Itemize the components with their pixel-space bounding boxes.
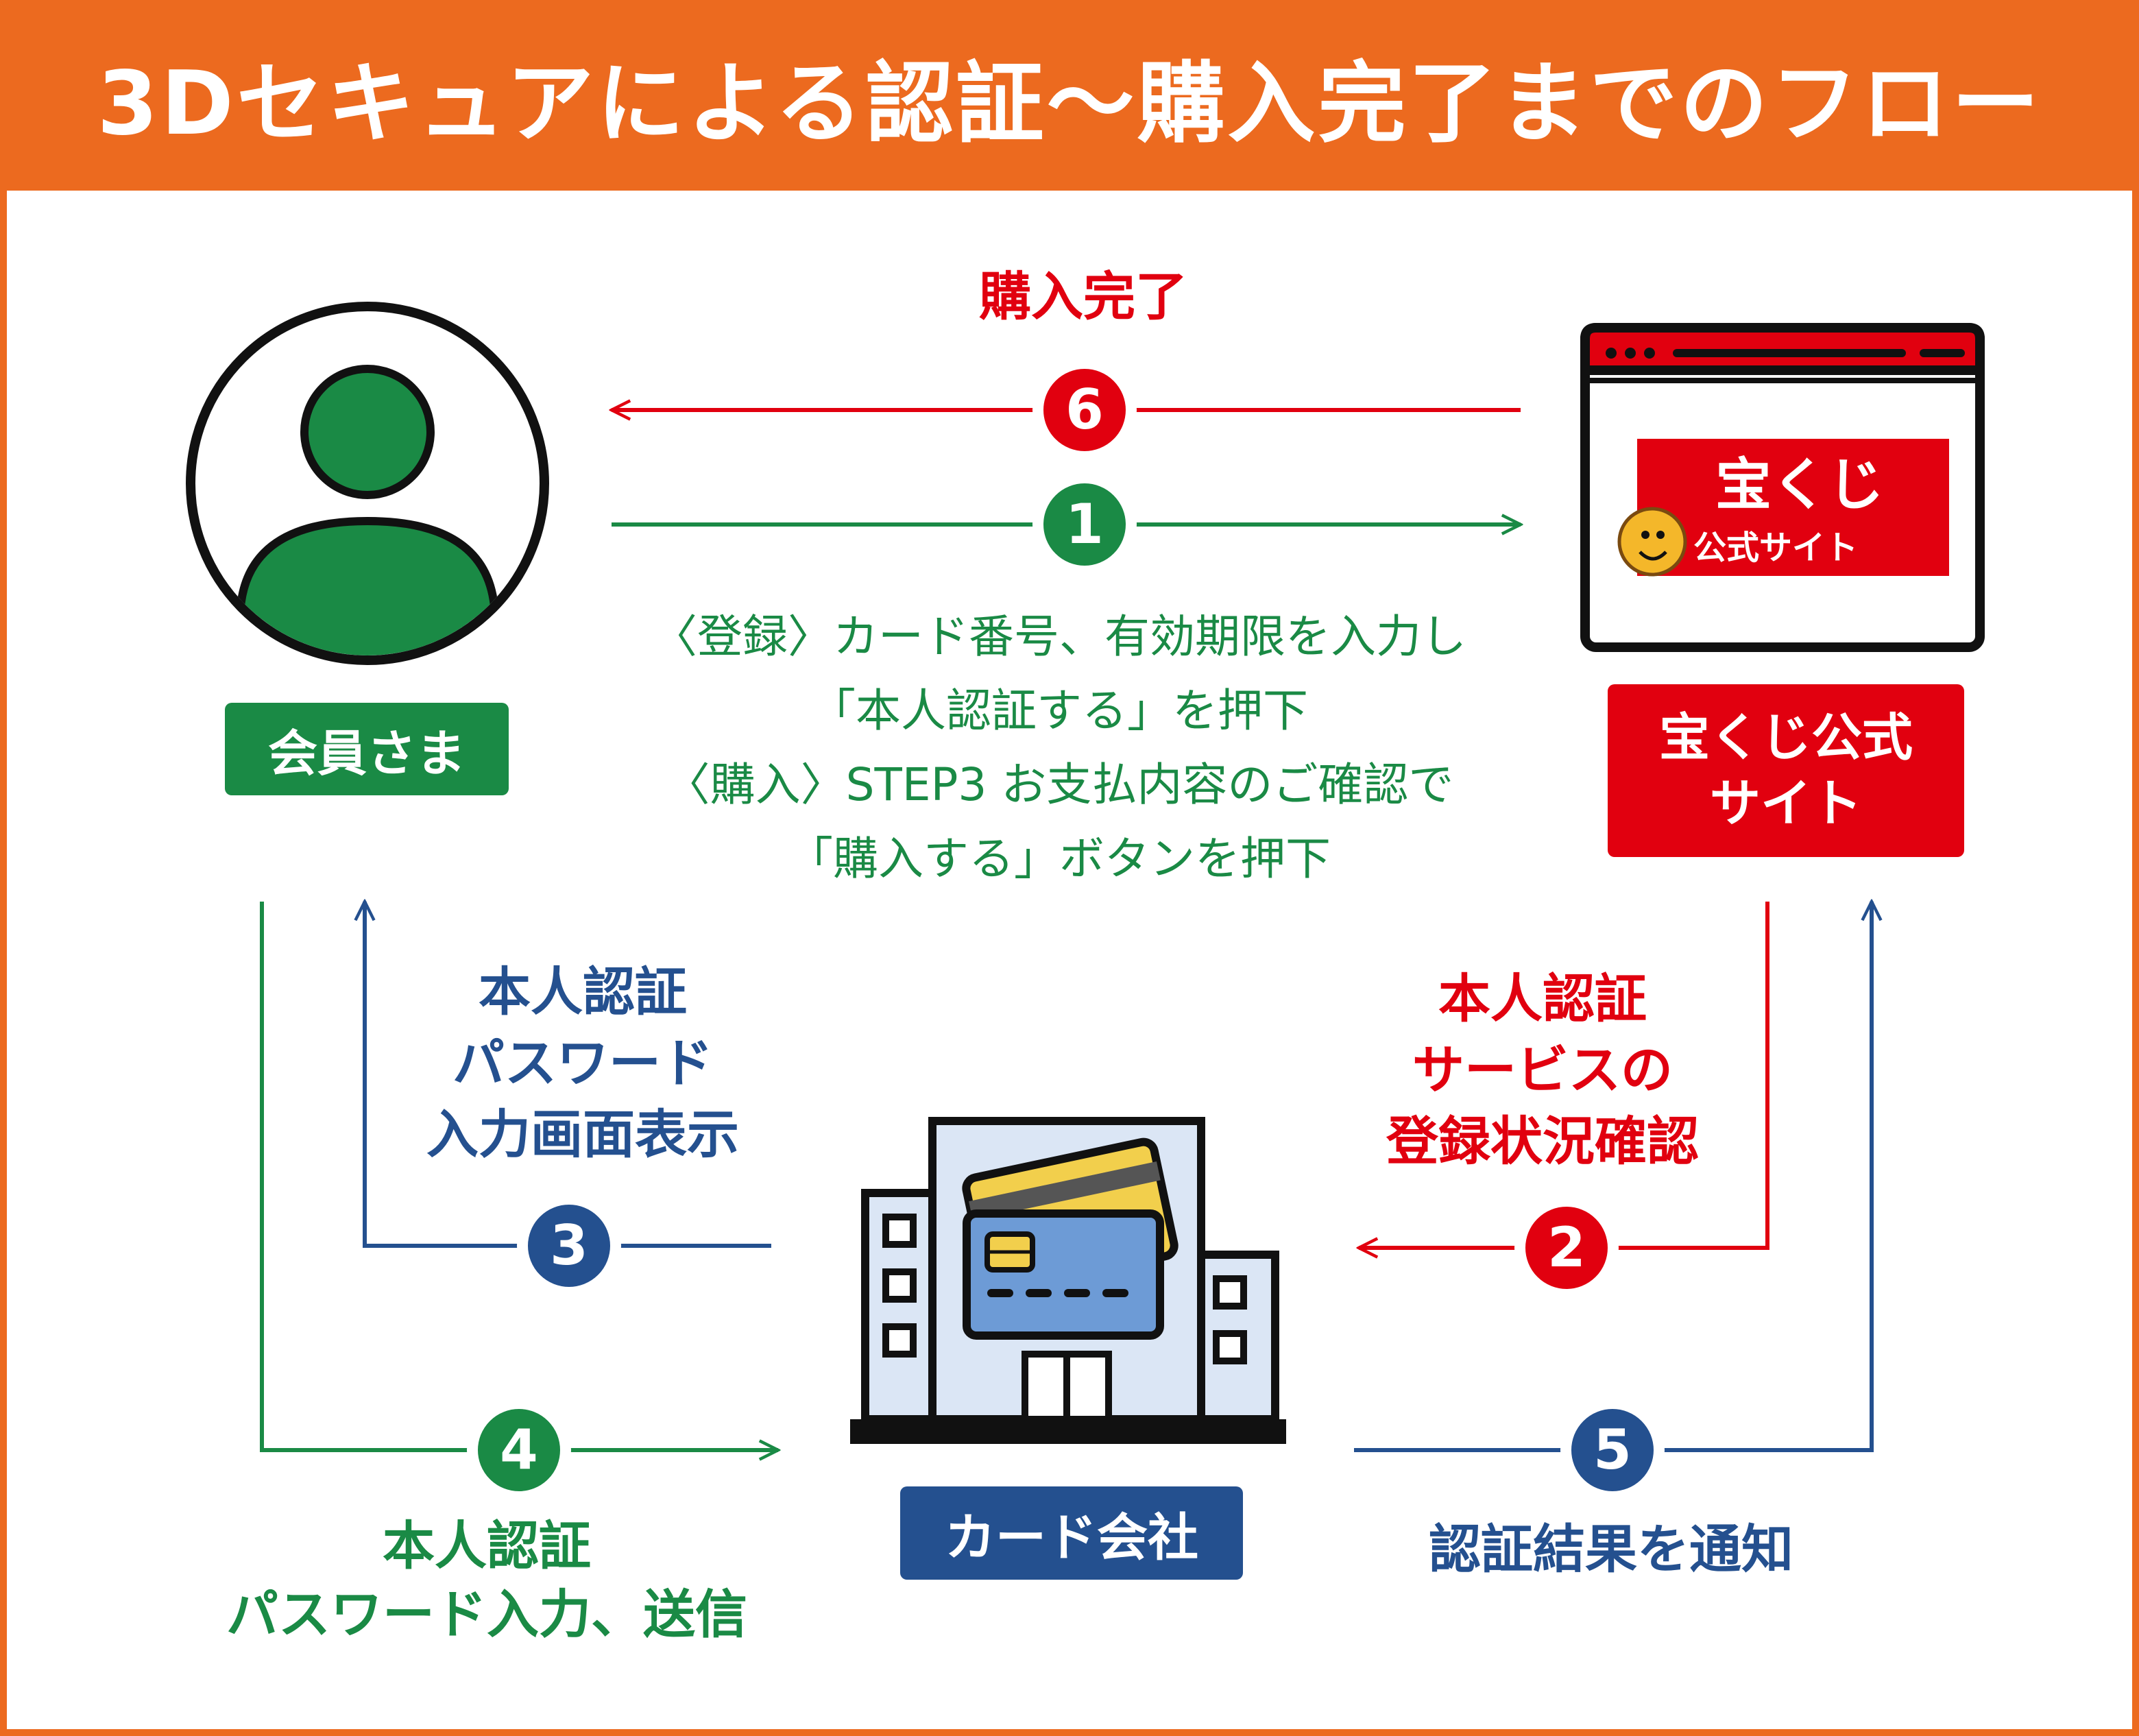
arrow-step-2 <box>1359 902 1769 1248</box>
step-badge-5: 5 <box>1560 1398 1665 1502</box>
card-company-label: カード会社 <box>900 1486 1243 1580</box>
step2-text: 本人認証 サービスの 登録状況確認 <box>1330 963 1755 1177</box>
arrow-step-5 <box>1354 902 1872 1452</box>
svg-text:3: 3 <box>550 1214 588 1277</box>
svg-text:1: 1 <box>1065 492 1104 556</box>
step-badge-1: 1 <box>1032 472 1137 577</box>
step-badge-2: 2 <box>1514 1196 1619 1300</box>
step1-line: 〈購入〉STEP3 お支払内容のご確認で <box>664 758 1454 811</box>
step1-text: 〈登録〉カード番号、有効期限を入力し 「本人認証する」を押下 〈購入〉STEP3… <box>603 600 1515 896</box>
site-label-line1: 宝くじ公式 <box>1659 708 1913 767</box>
header-bar: 3Dセキュアによる認証〜購入完了までのフロー <box>0 0 2139 191</box>
site-logo: 宝くじ 公式サイト <box>1617 439 1949 577</box>
step3-line: 入力画面表示 <box>426 1104 739 1165</box>
site-label: 宝くじ公式 サイト <box>1608 684 1964 857</box>
svg-text:2: 2 <box>1547 1216 1586 1279</box>
arrow-step-3 <box>365 902 771 1248</box>
page-title: 3Dセキュアによる認証〜購入完了までのフロー <box>97 52 2042 155</box>
step3-line: パスワード <box>452 1033 713 1094</box>
step4-line: パスワード入力、送信 <box>226 1584 747 1645</box>
step2-line: サービスの <box>1412 1039 1673 1100</box>
step2-line: 本人認証 <box>1438 968 1647 1029</box>
step4-text: 本人認証 パスワード入力、送信 <box>171 1512 802 1649</box>
step1-line: 「購入する」ボタンを押下 <box>788 832 1331 885</box>
logo-text-main: 宝くじ <box>1715 453 1884 518</box>
step-badge-3: 3 <box>517 1194 621 1298</box>
browser-window-icon: 宝くじ 公式サイト <box>1580 323 1985 652</box>
svg-text:5: 5 <box>1593 1418 1632 1482</box>
step6-text: 購入完了 <box>979 266 1187 327</box>
svg-text:6: 6 <box>1065 378 1104 442</box>
step3-text: 本人認証 パスワード 入力画面表示 <box>384 956 782 1170</box>
step1-line: 〈登録〉カード番号、有効期限を入力し <box>652 610 1466 663</box>
step3-line: 本人認証 <box>479 961 687 1022</box>
member-label: 会員さま <box>225 703 509 795</box>
site-label-line2: サイト <box>1710 774 1862 833</box>
person-icon <box>186 302 549 665</box>
step4-line: 本人認証 <box>383 1515 591 1576</box>
arrow-step-4 <box>260 902 778 1450</box>
bank-building-icon <box>850 1117 1286 1444</box>
step2-line: 登録状況確認 <box>1386 1111 1699 1172</box>
svg-text:4: 4 <box>500 1418 538 1482</box>
step-badge-6: 6 <box>1032 358 1137 462</box>
step-badge-4: 4 <box>467 1398 571 1502</box>
step1-line: 「本人認証する」を押下 <box>810 684 1308 737</box>
logo-text-sub: 公式サイト <box>1693 529 1858 567</box>
step5-text: 認証結果を通知 <box>1429 1519 1793 1580</box>
